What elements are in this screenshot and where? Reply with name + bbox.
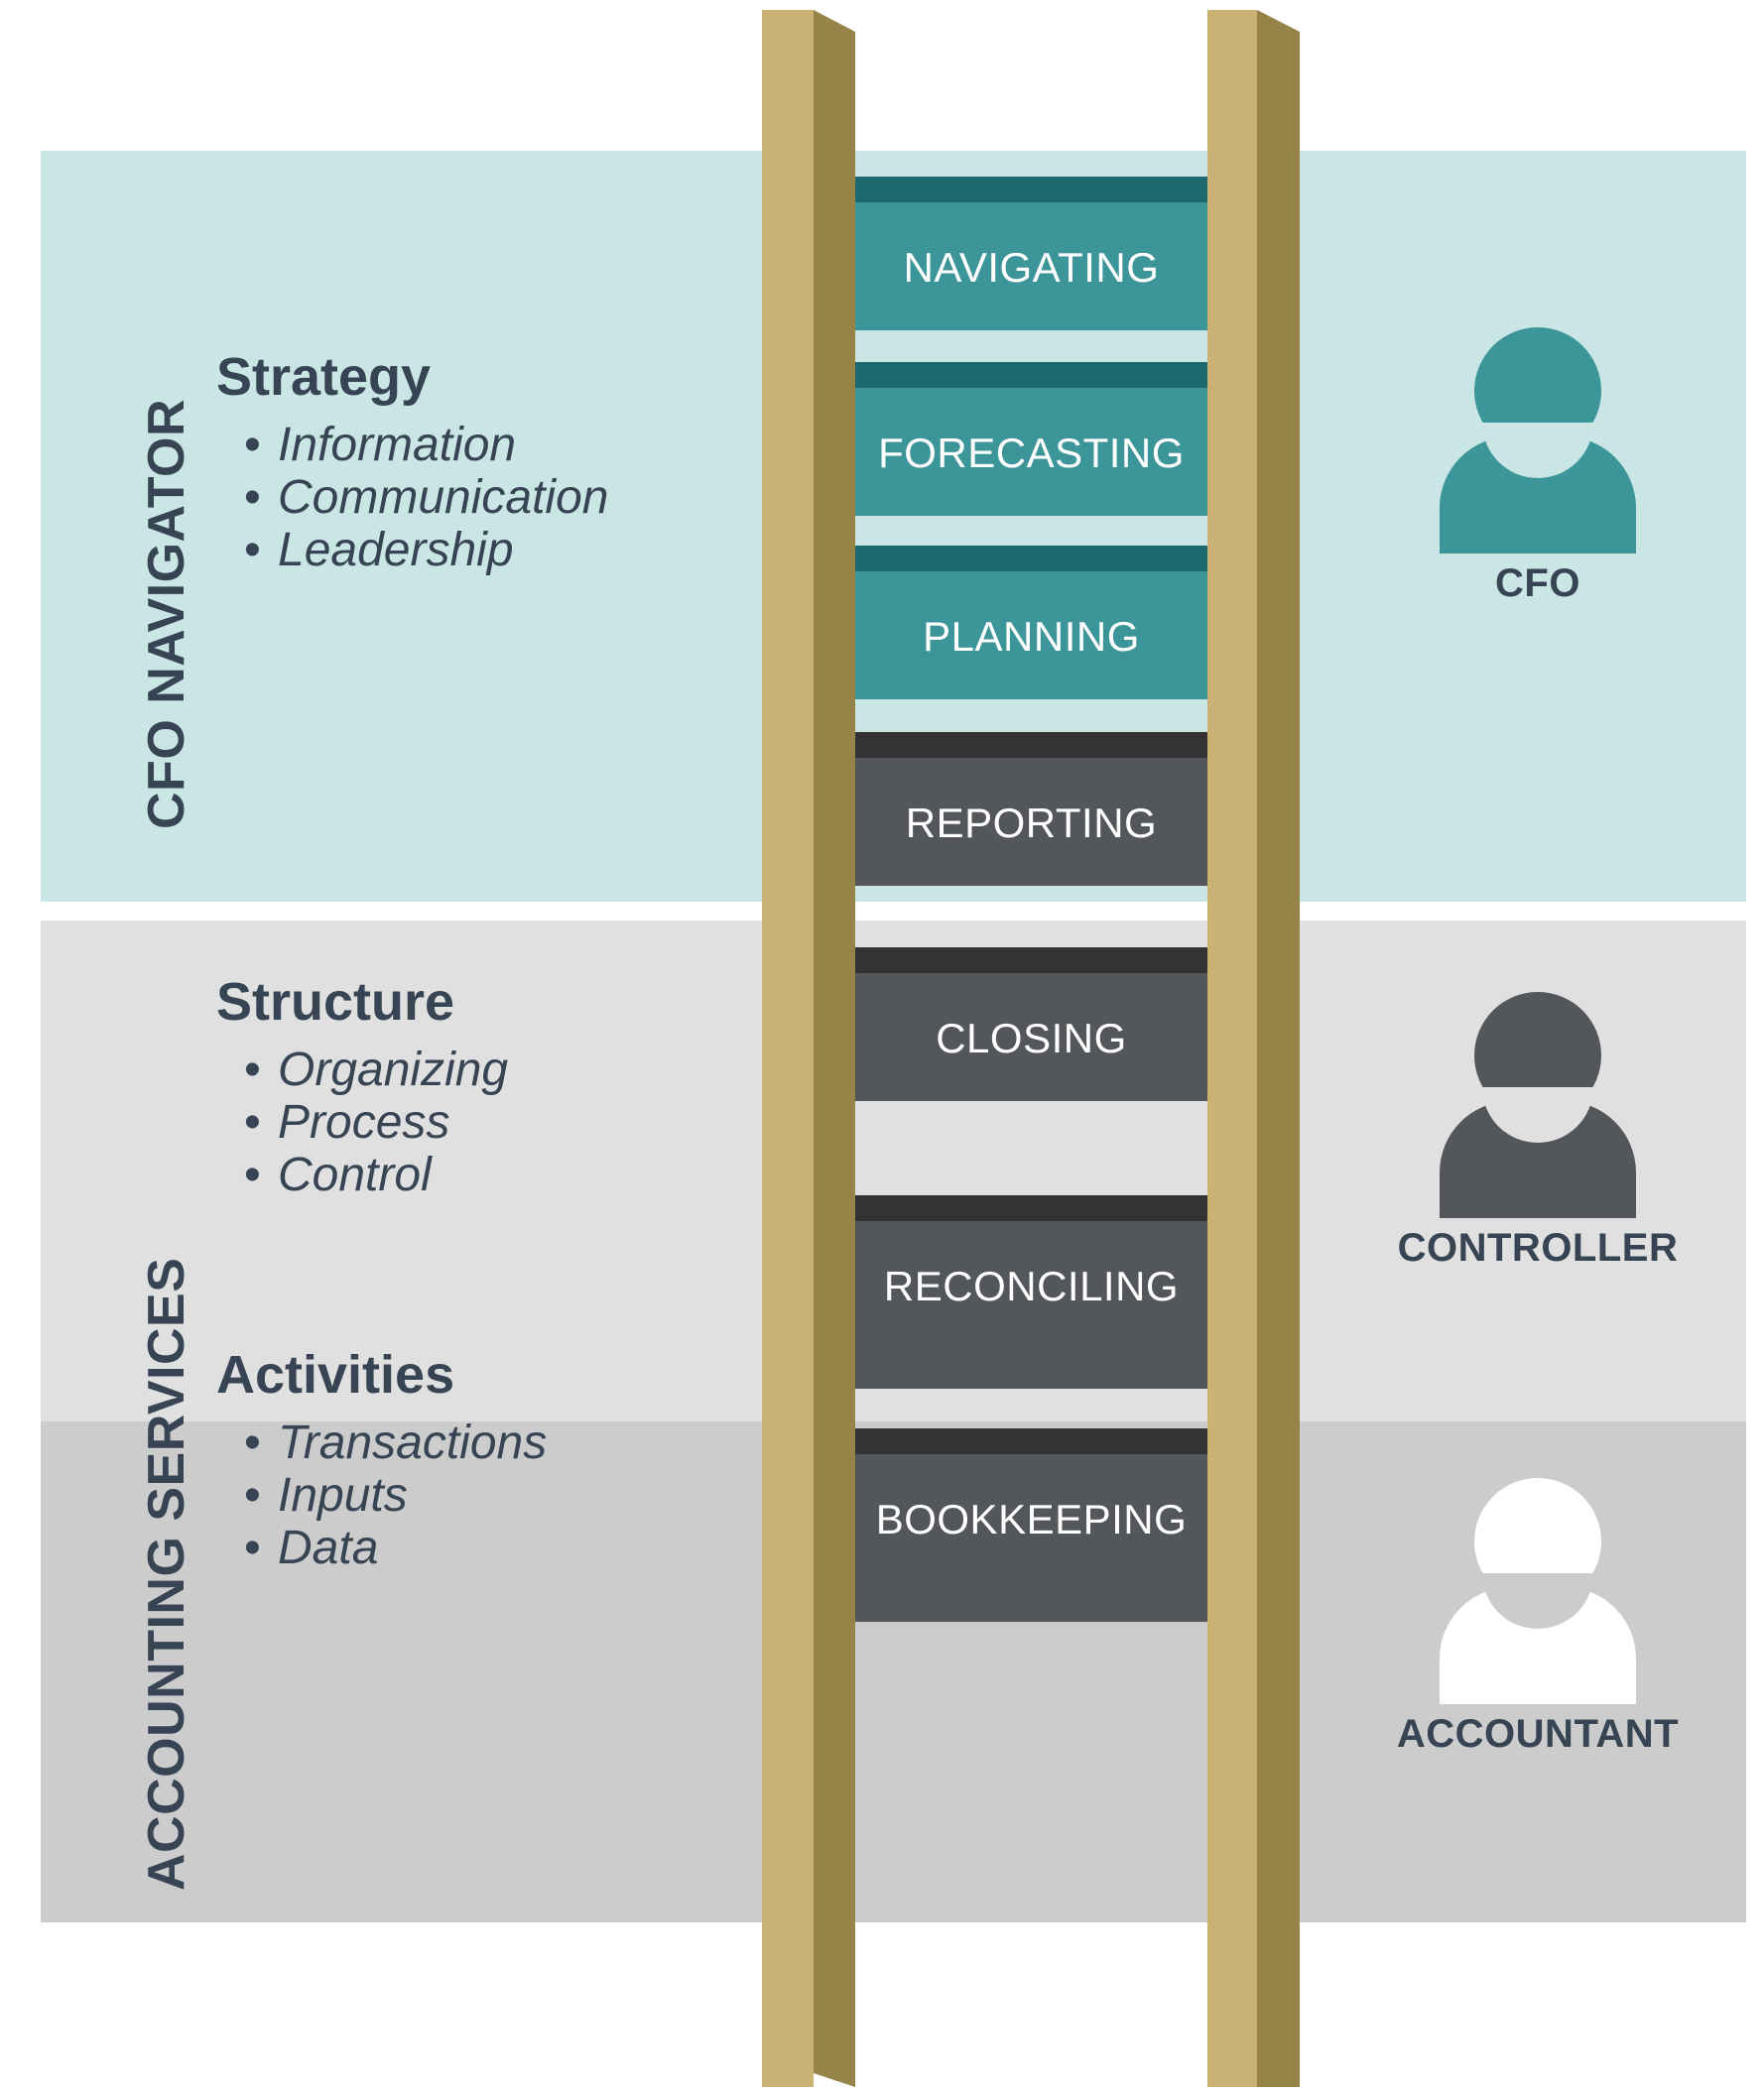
role-label-accountant: ACCOUNTANT [1396, 1712, 1680, 1756]
role-label-cfo: CFO [1495, 561, 1580, 605]
bullet-item: Leadership [244, 525, 732, 576]
role-label-controller: CONTROLLER [1397, 1226, 1679, 1270]
bullet-item: Communication [244, 472, 732, 524]
bullet-item: Organizing [244, 1044, 732, 1095]
heading-activities: Activities [216, 1345, 455, 1405]
text-block-strategy: Strategy Information Communication Leade… [216, 349, 732, 578]
section-label-accounting-services: ACCOUNTING SERVICES [138, 1257, 195, 1891]
text-block-activities: Activities Transactions Inputs Data [216, 1347, 732, 1576]
text-block-structure: Structure Organizing Process Control [216, 974, 732, 1203]
bullet-list-activities: Transactions Inputs Data [216, 1417, 732, 1574]
section-label-cfo-navigator: CFO NAVIGATOR [138, 398, 195, 829]
bullet-item: Information [244, 419, 732, 470]
person-icon [1424, 327, 1652, 555]
person-icon [1424, 992, 1652, 1220]
role-group-accountant: ACCOUNTANT [1389, 1478, 1687, 1757]
person-icon [1424, 1478, 1652, 1706]
role-group-cfo: CFO [1389, 327, 1687, 606]
bullet-item: Process [244, 1097, 732, 1149]
heading-structure: Structure [216, 972, 455, 1032]
bullet-item: Control [244, 1150, 732, 1201]
bullet-item: Data [244, 1523, 732, 1574]
bullet-item: Transactions [244, 1417, 732, 1468]
bullet-item: Inputs [244, 1470, 732, 1522]
bullet-list-strategy: Information Communication Leadership [216, 419, 732, 576]
role-group-controller: CONTROLLER [1389, 992, 1687, 1271]
heading-strategy: Strategy [216, 347, 432, 407]
bullet-list-structure: Organizing Process Control [216, 1044, 732, 1201]
